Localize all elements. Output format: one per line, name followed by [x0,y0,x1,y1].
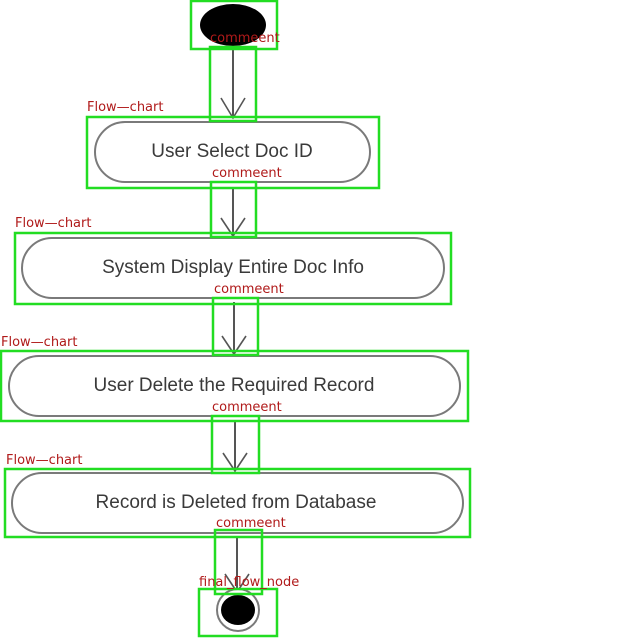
detection-box-edge-1 [208,45,258,123]
annotation-label-activity-2: Flow—chart [15,216,91,231]
detection-box-edge-3 [211,296,260,357]
annotation-label-edge-2: commeent [212,166,282,181]
annotation-label-activity-1: Flow—chart [87,100,163,115]
initial-node [200,4,266,46]
activity-label: Record is Deleted from Database [96,492,377,513]
edge-n3-to-n4 [222,420,248,473]
final-node [216,588,260,632]
activity-node-user-delete-required-record: User Delete the Required Record [8,355,461,417]
activity-label: User Select Doc ID [151,141,313,162]
edge-n2-to-n3 [221,302,247,356]
activity-node-system-display-entire-doc-info: System Display Entire Doc Info [21,237,445,299]
activity-node-record-deleted-from-database: Record is Deleted from Database [11,472,464,534]
annotation-label-edge-1: commeent [210,31,280,46]
activity-label: System Display Entire Doc Info [102,257,364,278]
detection-box-final [197,587,279,638]
detection-box-edge-5 [213,528,264,596]
edge-n1-to-n2 [220,188,246,238]
detection-box-activity-3 [0,349,470,423]
annotation-label-final: final_flow_node [199,575,299,590]
detection-box-activity-2 [13,231,453,306]
annotation-label-edge-5: commeent [216,516,286,531]
detection-box-activity-4 [3,467,472,539]
annotation-label-edge-3: commeent [214,282,284,297]
edge-start-to-n1 [220,45,246,120]
detection-box-initial [189,0,279,51]
detection-box-edge-4 [210,414,261,475]
annotation-label-activity-4: Flow—chart [6,453,82,468]
annotation-label-edge-4: commeent [212,400,282,415]
detection-box-activity-1 [85,115,381,190]
detection-box-edge-2 [209,180,258,239]
annotation-label-activity-3: Flow—chart [1,335,77,350]
activity-label: User Delete the Required Record [94,375,375,396]
